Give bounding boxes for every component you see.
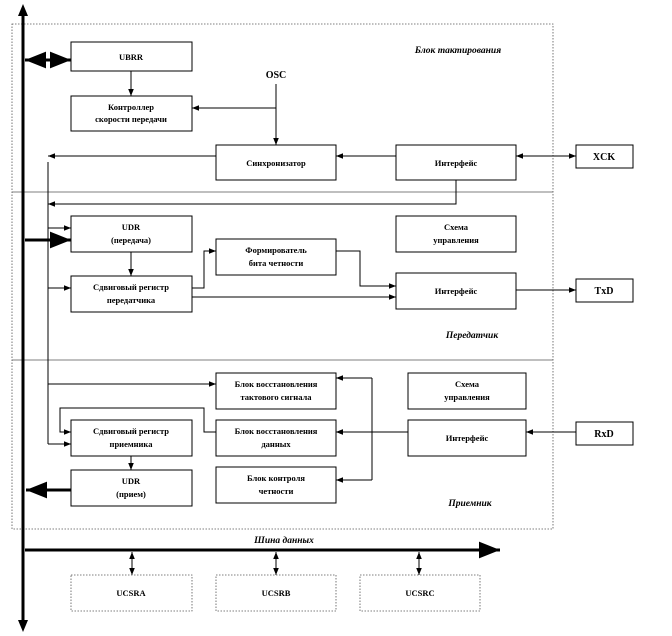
clock-interface-label: Интерфейс bbox=[435, 158, 478, 168]
rx-control-label-2: управления bbox=[444, 392, 490, 402]
ucsra-block bbox=[70, 574, 193, 612]
data-recovery-to-shift-arrow bbox=[59, 407, 216, 435]
rx-control-block bbox=[407, 372, 527, 410]
iface-clock-out-arrow bbox=[48, 180, 457, 207]
parity-generator-block bbox=[215, 238, 337, 276]
clock-section-label: Блок тактирования bbox=[414, 46, 501, 56]
rx-control-label-1: Схема bbox=[455, 379, 480, 389]
data-recovery-label-2: данных bbox=[261, 439, 291, 449]
ucsrb-block bbox=[215, 574, 337, 612]
baud-controller-label-2: скорости передачи bbox=[95, 114, 167, 124]
txd-label: TxD bbox=[595, 286, 614, 297]
data-bus-label: Шина данных bbox=[253, 535, 314, 546]
baud-controller-block bbox=[70, 95, 193, 132]
synchronizer-label: Синхронизатор bbox=[246, 158, 306, 168]
ubrr-block bbox=[70, 41, 193, 72]
parity-generator-label-2: бита четности bbox=[249, 258, 304, 268]
rx-shift-register-label-1: Сдвиговый регистр bbox=[93, 426, 169, 436]
ucsrc-block bbox=[359, 574, 481, 612]
bus-arrow-bottom bbox=[18, 620, 28, 632]
transmitter-section-label: Передатчик bbox=[445, 330, 499, 341]
bus-arrow-top bbox=[18, 4, 28, 16]
osc-label: OSC bbox=[266, 70, 287, 81]
rx-interface-block bbox=[407, 419, 527, 457]
udr-rx-label-2: (прием) bbox=[116, 489, 146, 499]
rx-shift-register-block bbox=[70, 419, 193, 457]
shift-to-parity-arrow bbox=[192, 248, 216, 289]
parity-generator-label-1: Формирователь bbox=[245, 245, 307, 255]
parity-check-label-1: Блок контроля bbox=[247, 473, 305, 483]
parity-check-label-2: четности bbox=[259, 486, 294, 496]
tx-shift-register-label-1: Сдвиговый регистр bbox=[93, 282, 169, 292]
data-recovery-label-1: Блок восстановления bbox=[235, 426, 318, 436]
clock-recovery-label-2: тактового сигнала bbox=[240, 392, 312, 402]
udr-tx-label-2: (передача) bbox=[111, 235, 151, 245]
ucsrb-label: UCSRB bbox=[262, 588, 291, 598]
tx-interface-block bbox=[395, 272, 517, 310]
udr-tx-block bbox=[70, 215, 193, 253]
data-recovery-block bbox=[215, 419, 337, 457]
tx-interface-label: Интерфейс bbox=[435, 286, 478, 296]
osc-to-baud-arrow bbox=[192, 84, 277, 111]
ucsra-label: UCSRA bbox=[116, 588, 146, 598]
clock-recovery-label-1: Блок восстановления bbox=[235, 379, 318, 389]
tx-control-label-1: Схема bbox=[444, 222, 469, 232]
tx-control-block bbox=[395, 215, 517, 253]
udr-tx-label-1: UDR bbox=[122, 222, 141, 232]
rxd-label: RxD bbox=[594, 429, 613, 440]
parity-check-block bbox=[215, 466, 337, 504]
rxd-pin bbox=[575, 421, 634, 446]
parity-to-iface-arrow bbox=[336, 250, 396, 289]
udr-rx-block bbox=[70, 469, 193, 507]
clock-recovery-block bbox=[215, 372, 337, 410]
udr-rx-label-1: UDR bbox=[122, 476, 141, 486]
tx-shift-register-block bbox=[70, 275, 193, 313]
ubrr-label: UBRR bbox=[119, 52, 144, 62]
rx-shift-register-label-2: приемника bbox=[110, 439, 154, 449]
xck-label: XCK bbox=[593, 152, 615, 163]
baud-controller-label-1: Контроллер bbox=[108, 102, 154, 112]
receiver-section-label: Приемник bbox=[447, 499, 492, 509]
rx-interface-label: Интерфейс bbox=[446, 433, 489, 443]
clock-interface-block bbox=[395, 144, 517, 181]
synchronizer-block bbox=[215, 144, 337, 181]
usart-frame bbox=[11, 23, 554, 530]
tx-shift-register-label-2: передатчика bbox=[107, 295, 156, 305]
tx-control-label-2: управления bbox=[433, 235, 479, 245]
ucsrc-label: UCSRC bbox=[405, 588, 434, 598]
